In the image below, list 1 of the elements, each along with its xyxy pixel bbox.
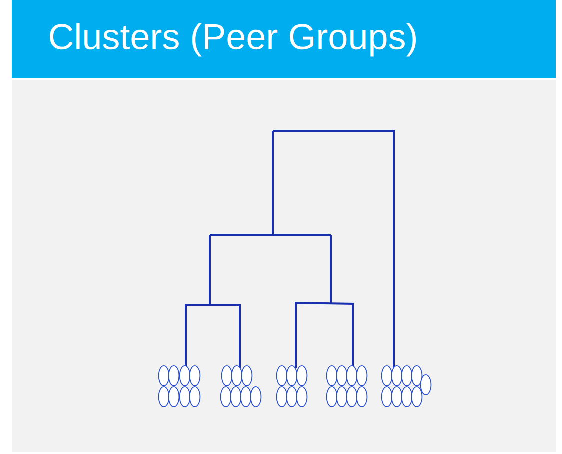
title-bar: Clusters (Peer Groups) xyxy=(12,0,556,78)
